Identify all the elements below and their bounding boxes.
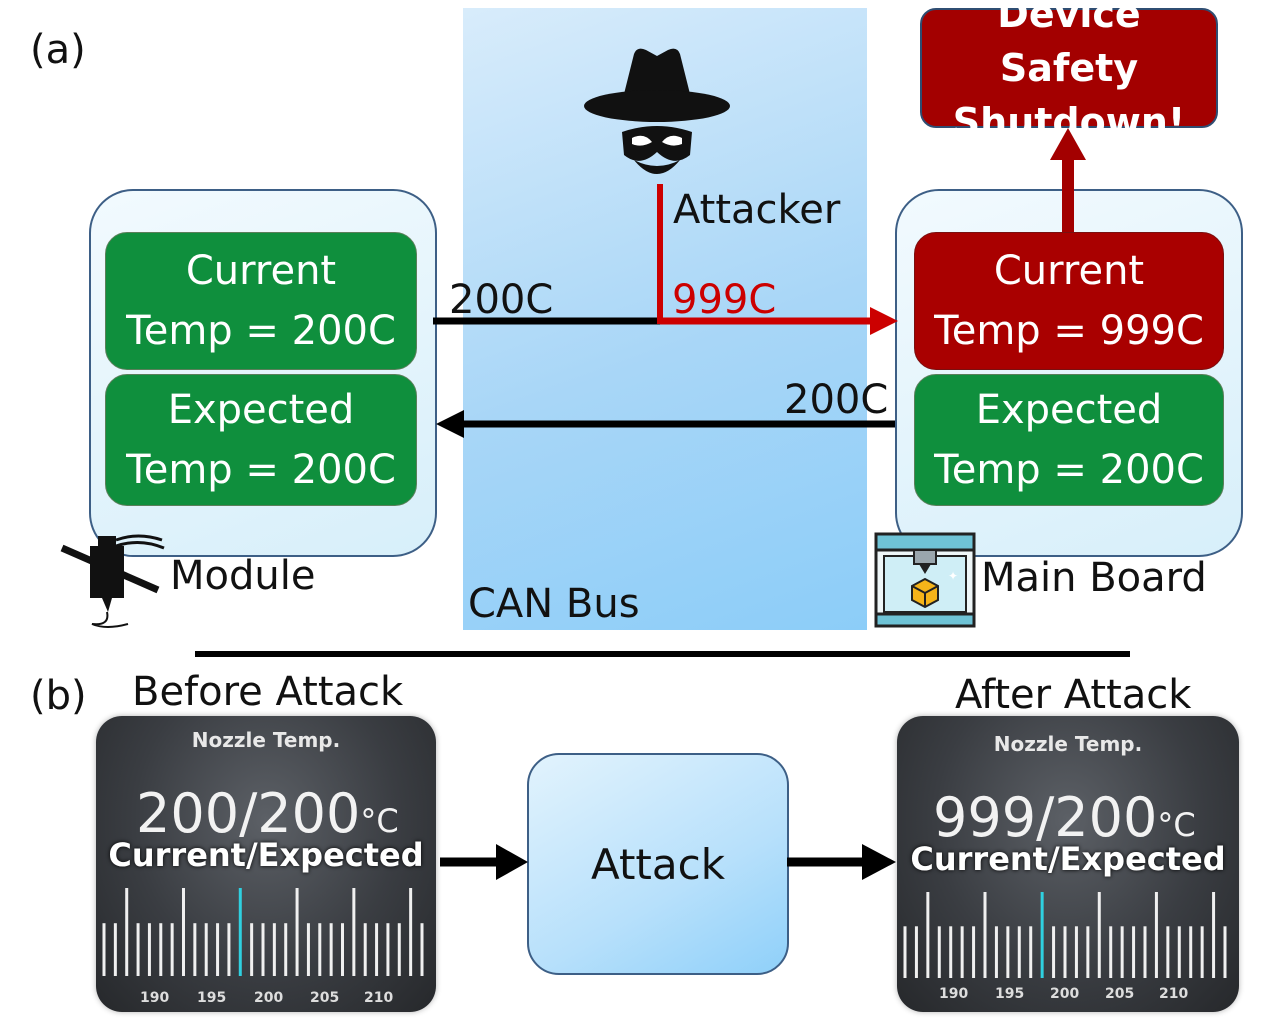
nozzle-icon (60, 534, 165, 628)
module-current-line1: Current (185, 248, 337, 294)
main-expected-temp-cell: Expected Temp = 200C (914, 374, 1224, 506)
after-tick-200: 200 (1050, 986, 1080, 1002)
panel-b-arrows (440, 844, 896, 880)
printer-icon: ✦ (874, 532, 976, 628)
before-tick-205: 205 (310, 990, 340, 1006)
after-screen-reading: 999/200 (933, 786, 1158, 849)
attack-to-after-arrowhead (862, 844, 896, 880)
module-expected-line2: Temp = 200C (126, 447, 396, 493)
before-tick-200: 200 (254, 990, 284, 1006)
after-screen-header: Nozzle Temp. (993, 732, 1143, 756)
after-screen: Nozzle Temp. 999/200°C Current/Expected … (897, 716, 1239, 1012)
module-expected-line1: Expected (167, 387, 355, 433)
after-attack-title: After Attack (955, 672, 1192, 718)
main-current-line1: Current (993, 248, 1145, 294)
main-expected-line2: Temp = 200C (934, 447, 1204, 493)
msg-main-to-module: 200C (784, 377, 889, 423)
before-screen-reading-line: 200/200°C (136, 782, 436, 845)
main-current-line2: Temp = 999C (934, 308, 1204, 354)
shutdown-box: Device Safety Shutdown! (920, 0, 1218, 144)
before-screen-unit: °C (360, 802, 399, 840)
can-bus-label: CAN Bus (468, 581, 640, 627)
spy-icon (584, 48, 730, 174)
before-tick-190: 190 (140, 990, 170, 1006)
main-board-label: Main Board (981, 555, 1207, 601)
attack-label: Attack (590, 839, 726, 889)
before-gauge (102, 888, 424, 976)
panel-b-label: (b) (30, 673, 87, 719)
before-attack-title: Before Attack (132, 669, 404, 715)
main-current-temp-cell: Current Temp = 999C (914, 232, 1224, 370)
svg-text:✦: ✦ (948, 569, 958, 583)
before-screen-caption: Current/Expected (108, 836, 424, 874)
module-expected-temp-cell: Expected Temp = 200C (105, 374, 417, 506)
main-expected-line1: Expected (975, 387, 1163, 433)
after-tick-210: 210 (1159, 986, 1189, 1002)
shutdown-arrowhead (1050, 128, 1086, 160)
after-tick-195: 195 (995, 986, 1025, 1002)
after-gauge (903, 892, 1227, 978)
before-screen-reading: 200/200 (136, 782, 361, 845)
after-screen-caption: Current/Expected (910, 840, 1226, 878)
before-to-attack-arrowhead (496, 844, 528, 880)
before-screen-header: Nozzle Temp. (191, 728, 341, 752)
before-tick-195: 195 (197, 990, 227, 1006)
module-current-temp-cell: Current Temp = 200C (105, 232, 417, 370)
msg-module-to-bus: 200C (449, 277, 554, 323)
attack-arrowhead (870, 307, 898, 335)
panel-a-label: (a) (30, 27, 86, 73)
shutdown-line1: Device Safety (997, 0, 1141, 90)
before-tick-labels: 190 195 200 205 210 (96, 990, 436, 1010)
after-tick-205: 205 (1105, 986, 1135, 1002)
main-to-module-arrowhead (436, 410, 464, 438)
module-current-line2: Temp = 200C (126, 308, 396, 354)
before-tick-210: 210 (364, 990, 394, 1006)
after-screen-reading-line: 999/200°C (933, 786, 1239, 849)
before-screen: Nozzle Temp. 200/200°C Current/Expected … (96, 716, 436, 1012)
msg-attacker: 999C (672, 277, 777, 323)
after-screen-unit: °C (1157, 806, 1196, 844)
module-label: Module (170, 553, 316, 599)
panel-a-connectors (195, 128, 1130, 657)
attacker-label: Attacker (673, 187, 841, 233)
after-tick-190: 190 (939, 986, 969, 1002)
attack-box: Attack (527, 753, 789, 975)
after-tick-labels: 190 195 200 205 210 (897, 986, 1239, 1006)
